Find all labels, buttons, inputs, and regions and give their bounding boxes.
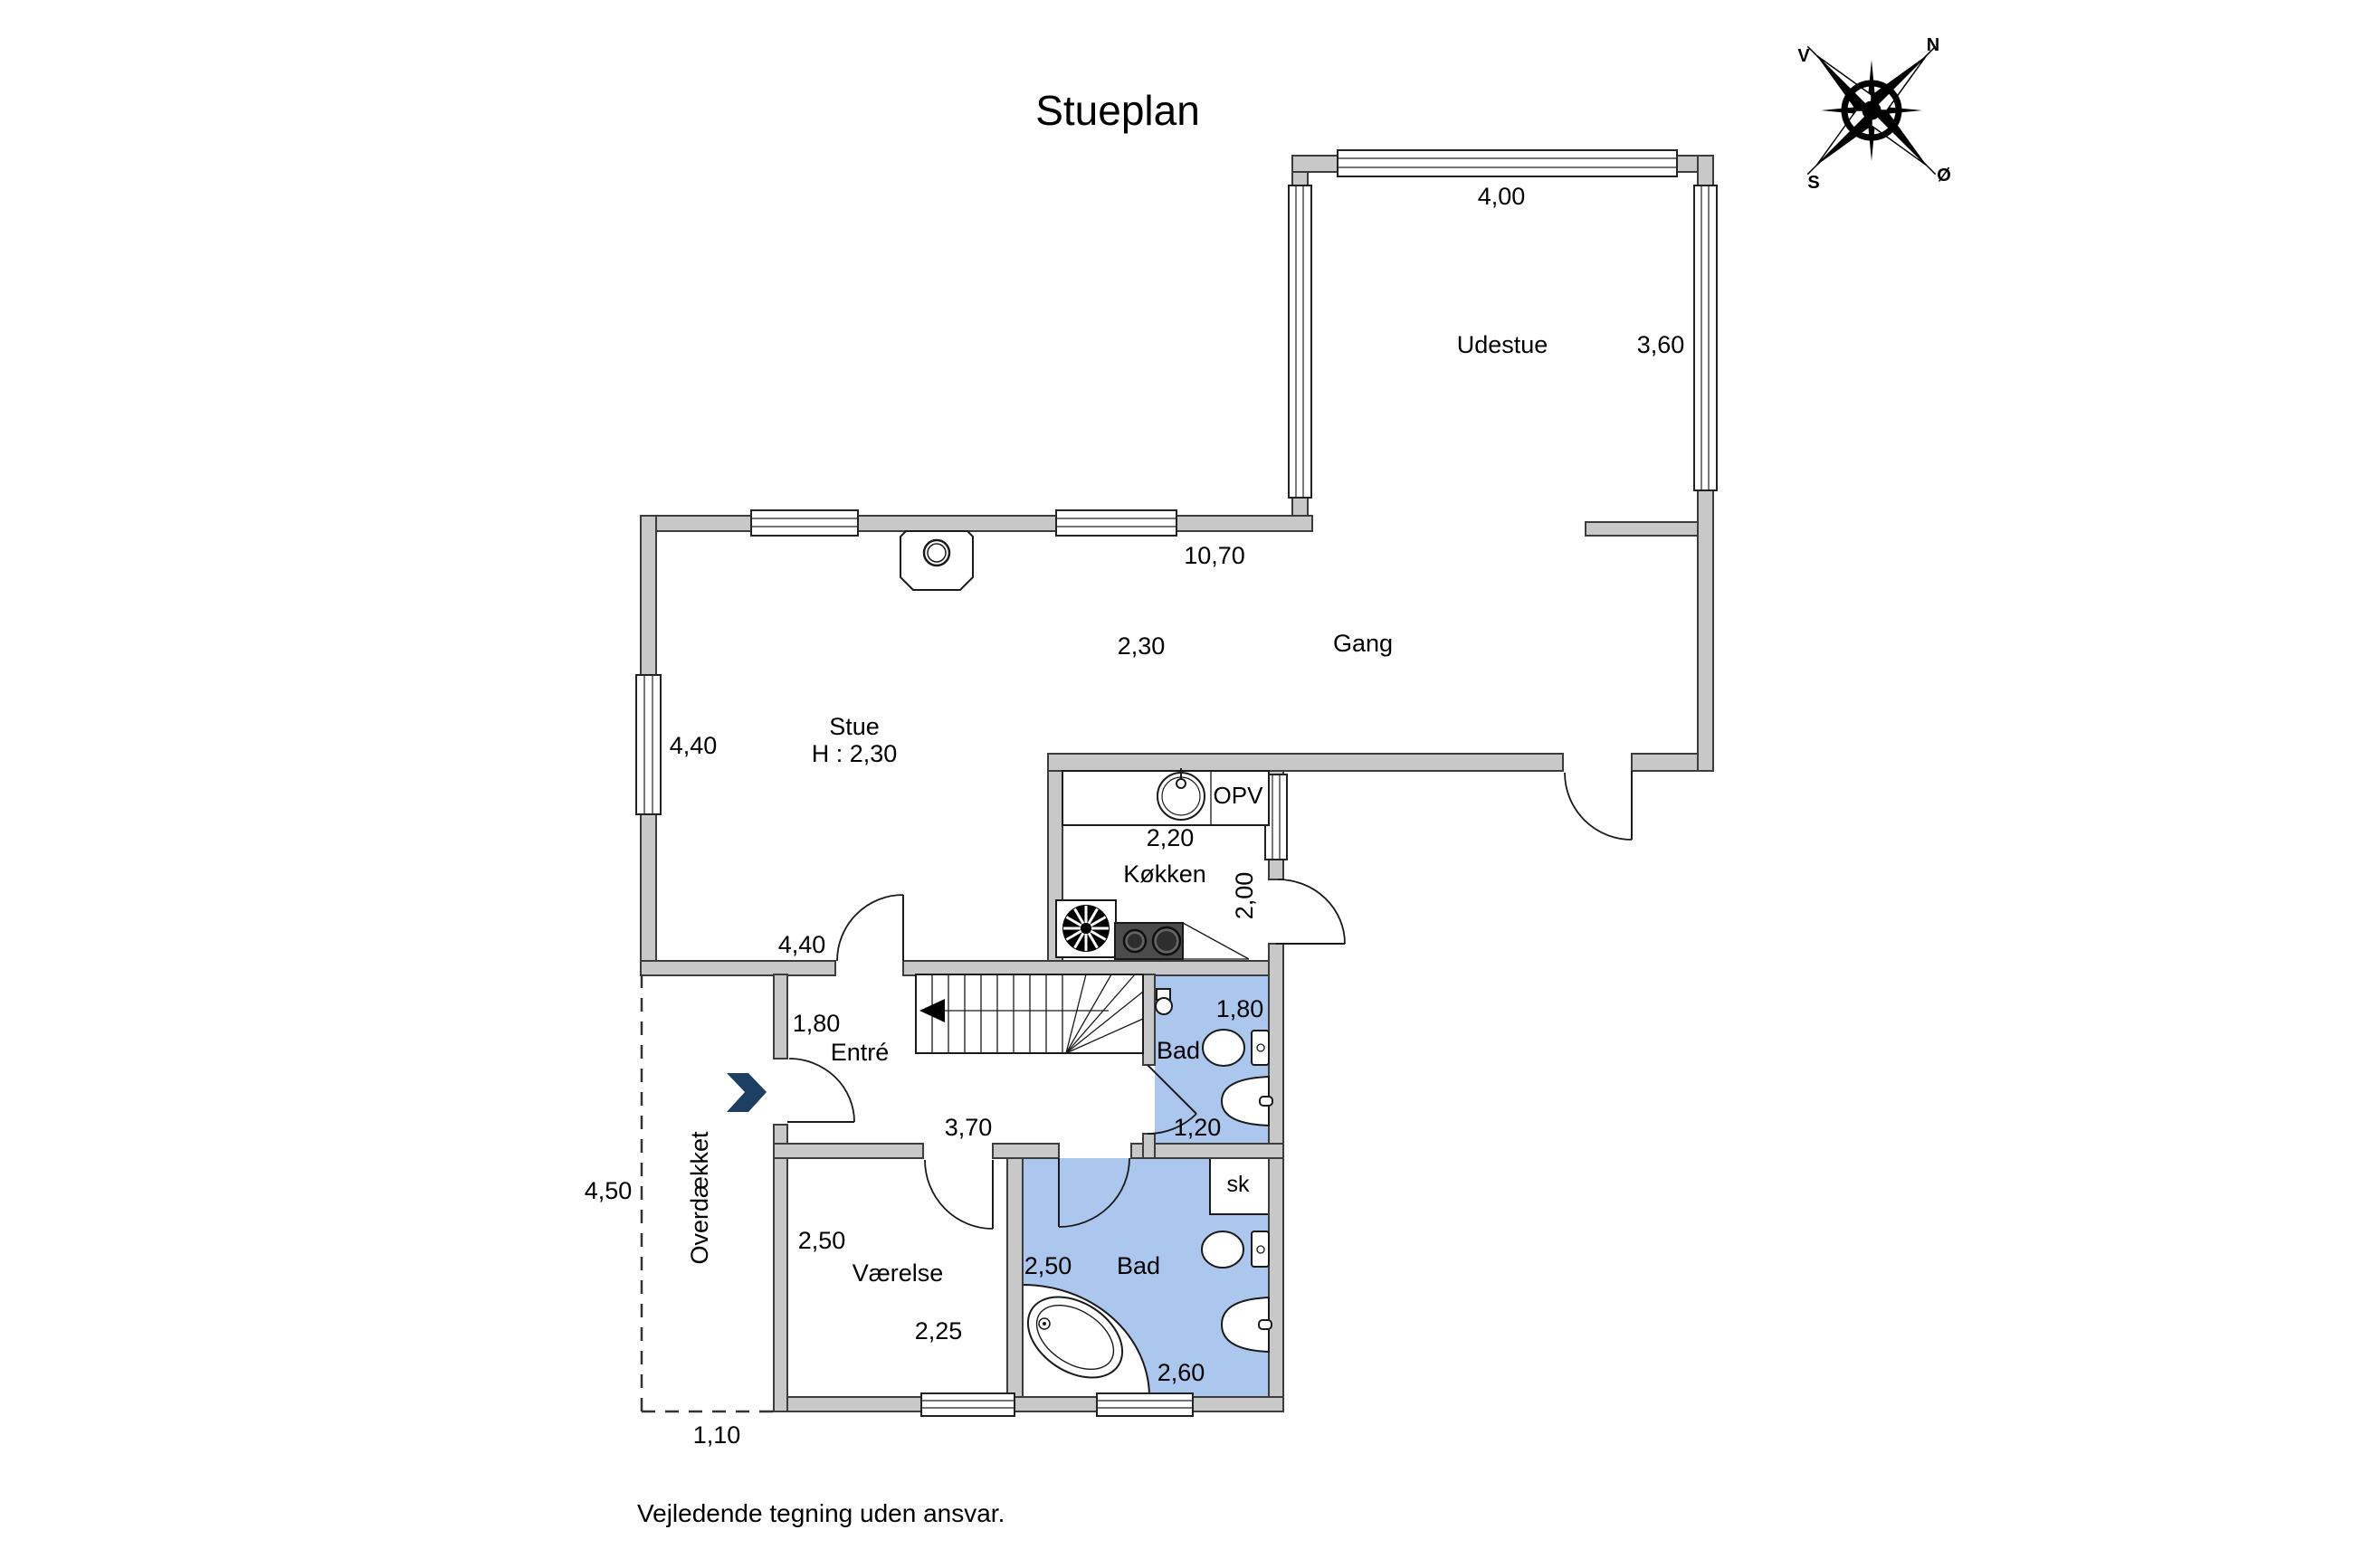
wall-entre-bottom-a bbox=[773, 1143, 924, 1159]
stove-symbol bbox=[1114, 922, 1250, 960]
dim-bad-lower-height: 2,50 bbox=[1024, 1252, 1072, 1279]
dim-bad-upper-width: 1,20 bbox=[1174, 1114, 1222, 1141]
bathtub-symbol bbox=[1026, 1296, 1124, 1379]
dim-udestue-height: 3,60 bbox=[1637, 331, 1685, 358]
window bbox=[1055, 509, 1177, 537]
door-front bbox=[787, 1058, 855, 1123]
wall-gang-bottom-left bbox=[1047, 753, 1564, 772]
wall-wing-left-b bbox=[773, 1124, 788, 1412]
room-label-overdaekket: Overdækket bbox=[686, 1131, 713, 1265]
doors bbox=[787, 771, 1633, 1230]
window bbox=[1096, 1392, 1194, 1417]
compass-north-label: N bbox=[1927, 35, 1939, 55]
room-label-bad-upper: Bad bbox=[1157, 1037, 1200, 1064]
dim-koekken-width: 2,20 bbox=[1147, 824, 1195, 851]
window bbox=[1693, 185, 1718, 491]
bad-lower-fixtures bbox=[1026, 1231, 1272, 1379]
fan-symbol bbox=[1055, 899, 1117, 958]
stairs-direction-arrow bbox=[919, 999, 1109, 1022]
washbasin-symbol bbox=[1220, 1075, 1273, 1127]
wall-vaerelse-bad bbox=[1006, 1157, 1024, 1398]
overdaekket-boundary bbox=[640, 974, 774, 1413]
dim-vaerelse-width: 2,25 bbox=[915, 1317, 963, 1345]
room-label-koekken: Køkken bbox=[1123, 860, 1206, 888]
dim-bad-lower-width: 2,60 bbox=[1157, 1359, 1205, 1386]
dim-gang-width: 2,30 bbox=[1118, 632, 1166, 660]
kitchen-sink-symbol bbox=[1157, 768, 1205, 821]
dim-udestue-width: 4,00 bbox=[1478, 183, 1526, 210]
door-gang-exterior bbox=[1564, 771, 1633, 841]
fireplace-symbol bbox=[900, 530, 974, 591]
dim-koekken-height: 2,00 bbox=[1231, 872, 1258, 920]
window bbox=[920, 1392, 1015, 1417]
compass-rose: V N S Ø bbox=[1797, 35, 1951, 193]
door-bad-upper bbox=[1147, 1064, 1197, 1135]
wall-wing-bottom bbox=[773, 1396, 1284, 1412]
room-label-gang: Gang bbox=[1333, 630, 1393, 657]
dim-gang-top: 10,70 bbox=[1184, 542, 1245, 569]
dim-bad-upper-height: 1,80 bbox=[1216, 995, 1264, 1022]
door-vaerelse bbox=[924, 1159, 994, 1230]
dim-entre-width: 3,70 bbox=[945, 1114, 993, 1141]
wall-main-top bbox=[640, 515, 1313, 532]
bad-upper-fixtures bbox=[1155, 988, 1273, 1127]
toilet-symbol bbox=[1202, 1029, 1270, 1067]
wall-wing-right-b bbox=[1268, 857, 1284, 880]
closet-label: sk bbox=[1227, 1172, 1251, 1197]
wall-wing-right-c bbox=[1268, 943, 1284, 1412]
door-stue bbox=[836, 894, 904, 962]
room-label-entre: Entré bbox=[831, 1039, 890, 1066]
page-title: Stueplan bbox=[1035, 87, 1200, 134]
wall-wing-left-a bbox=[773, 974, 788, 1060]
window bbox=[1337, 149, 1678, 177]
door-bad-lower bbox=[1058, 1157, 1130, 1228]
dim-vaerelse-height: 2,50 bbox=[798, 1227, 846, 1254]
room-label-bad-lower: Bad bbox=[1117, 1252, 1160, 1279]
dim-entre-height: 1,80 bbox=[793, 1010, 841, 1037]
dim-overdaekket-height: 4,50 bbox=[585, 1177, 633, 1204]
room-label-stue: Stue bbox=[829, 713, 880, 740]
wall-bad-upper-left-a bbox=[1142, 974, 1156, 1066]
dim-stue-bottom: 4,40 bbox=[778, 931, 826, 958]
washbasin-symbol bbox=[1220, 1296, 1272, 1354]
bathtub-drain-dot bbox=[1043, 1322, 1046, 1326]
dishwasher-label: OPV bbox=[1214, 782, 1264, 809]
disclaimer-note: Vejledende tegning uden ansvar. bbox=[637, 1499, 1005, 1527]
dim-overdaekket-width: 1,10 bbox=[693, 1421, 741, 1449]
room-label-udestue: Udestue bbox=[1457, 331, 1548, 358]
window bbox=[750, 509, 859, 537]
wall-stue-bottom-right bbox=[902, 960, 1271, 976]
window bbox=[1288, 185, 1312, 499]
dim-stue-left: 4,40 bbox=[670, 732, 718, 759]
toilet-symbol bbox=[1201, 1231, 1270, 1269]
corner-sink-symbol bbox=[1155, 988, 1173, 1015]
stue-ceiling-height: H : 2,30 bbox=[812, 740, 898, 767]
compass-south-label: S bbox=[1807, 173, 1819, 193]
wall-stue-bottom-left bbox=[640, 960, 836, 976]
entrance-arrow-icon bbox=[727, 1073, 767, 1112]
room-label-vaerelse: Værelse bbox=[853, 1259, 944, 1287]
wall-entre-bottom-c bbox=[1130, 1143, 1284, 1159]
wall-entre-bottom-b bbox=[992, 1143, 1060, 1159]
door-koekken-exterior bbox=[1276, 879, 1346, 945]
compass-west-label: V bbox=[1797, 46, 1810, 66]
kitchen-fixtures bbox=[1055, 768, 1270, 960]
compass-east-label: Ø bbox=[1937, 166, 1951, 185]
wall-gang-udestue bbox=[1585, 521, 1699, 537]
stairs bbox=[915, 974, 1144, 1054]
window bbox=[635, 674, 662, 815]
wall-bad-upper-left-b bbox=[1142, 1133, 1156, 1159]
windows bbox=[635, 149, 1718, 1417]
